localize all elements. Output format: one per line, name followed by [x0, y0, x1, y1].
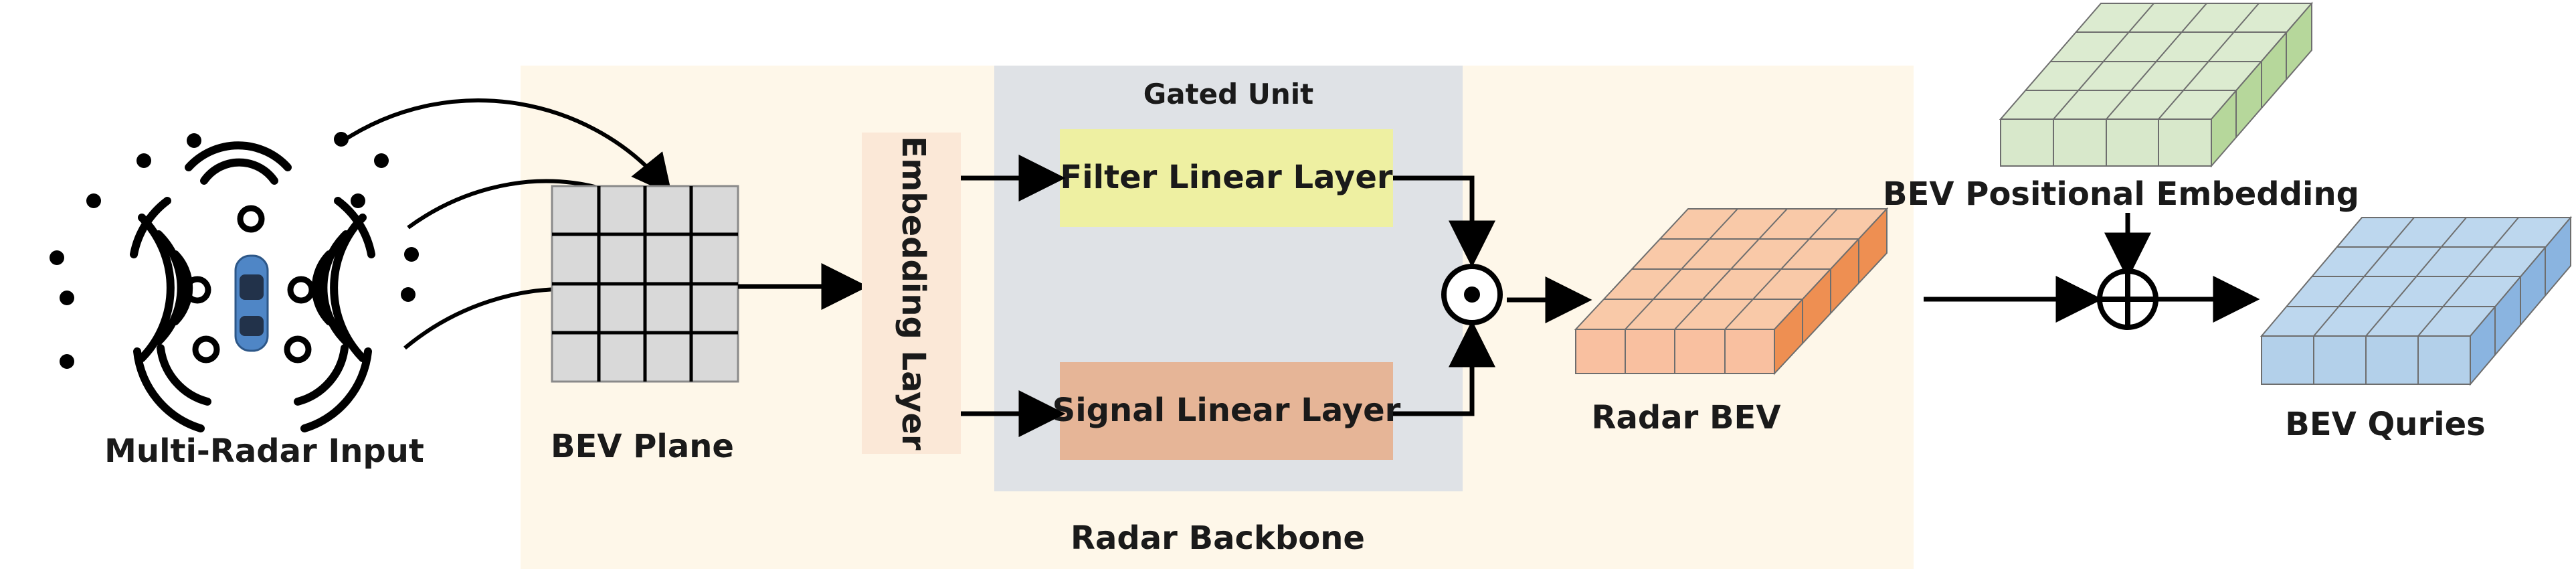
hadamard-product-icon [1441, 264, 1503, 325]
embedding-layer-block [862, 133, 961, 454]
bev-positional-embedding-label: BEV Positional Embedding [1883, 175, 2359, 213]
bev-plane-grid [551, 185, 739, 383]
gated-unit-title: Gated Unit [1143, 78, 1314, 110]
car-icon [234, 254, 269, 352]
multi-radar-input-icon [50, 132, 419, 432]
embedding-layer-label: Embedding Layer [895, 136, 932, 450]
multi-radar-input-label: Multi-Radar Input [104, 432, 424, 470]
signal-to-gate-arrow [1393, 320, 1495, 416]
radar-backbone-label: Radar Backbone [1071, 519, 1365, 557]
filter-linear-layer-label: Filter Linear Layer [1060, 159, 1392, 196]
signal-linear-layer-label: Signal Linear Layer [1052, 392, 1401, 429]
radar-bev-tensor [1574, 207, 1889, 376]
bev-queries-label: BEV Quries [2285, 406, 2485, 443]
signal-linear-layer-block [1060, 362, 1393, 460]
bev-queries-tensor [2260, 216, 2573, 386]
bev-positional-embedding-tensor [1999, 1, 2314, 168]
filter-to-gate-arrow [1393, 175, 1495, 268]
bev-plane-label: BEV Plane [551, 428, 734, 465]
radar-bev-label: Radar BEV [1591, 399, 1780, 436]
element-wise-sum-icon [2097, 268, 2158, 330]
filter-linear-layer-block [1060, 129, 1393, 227]
